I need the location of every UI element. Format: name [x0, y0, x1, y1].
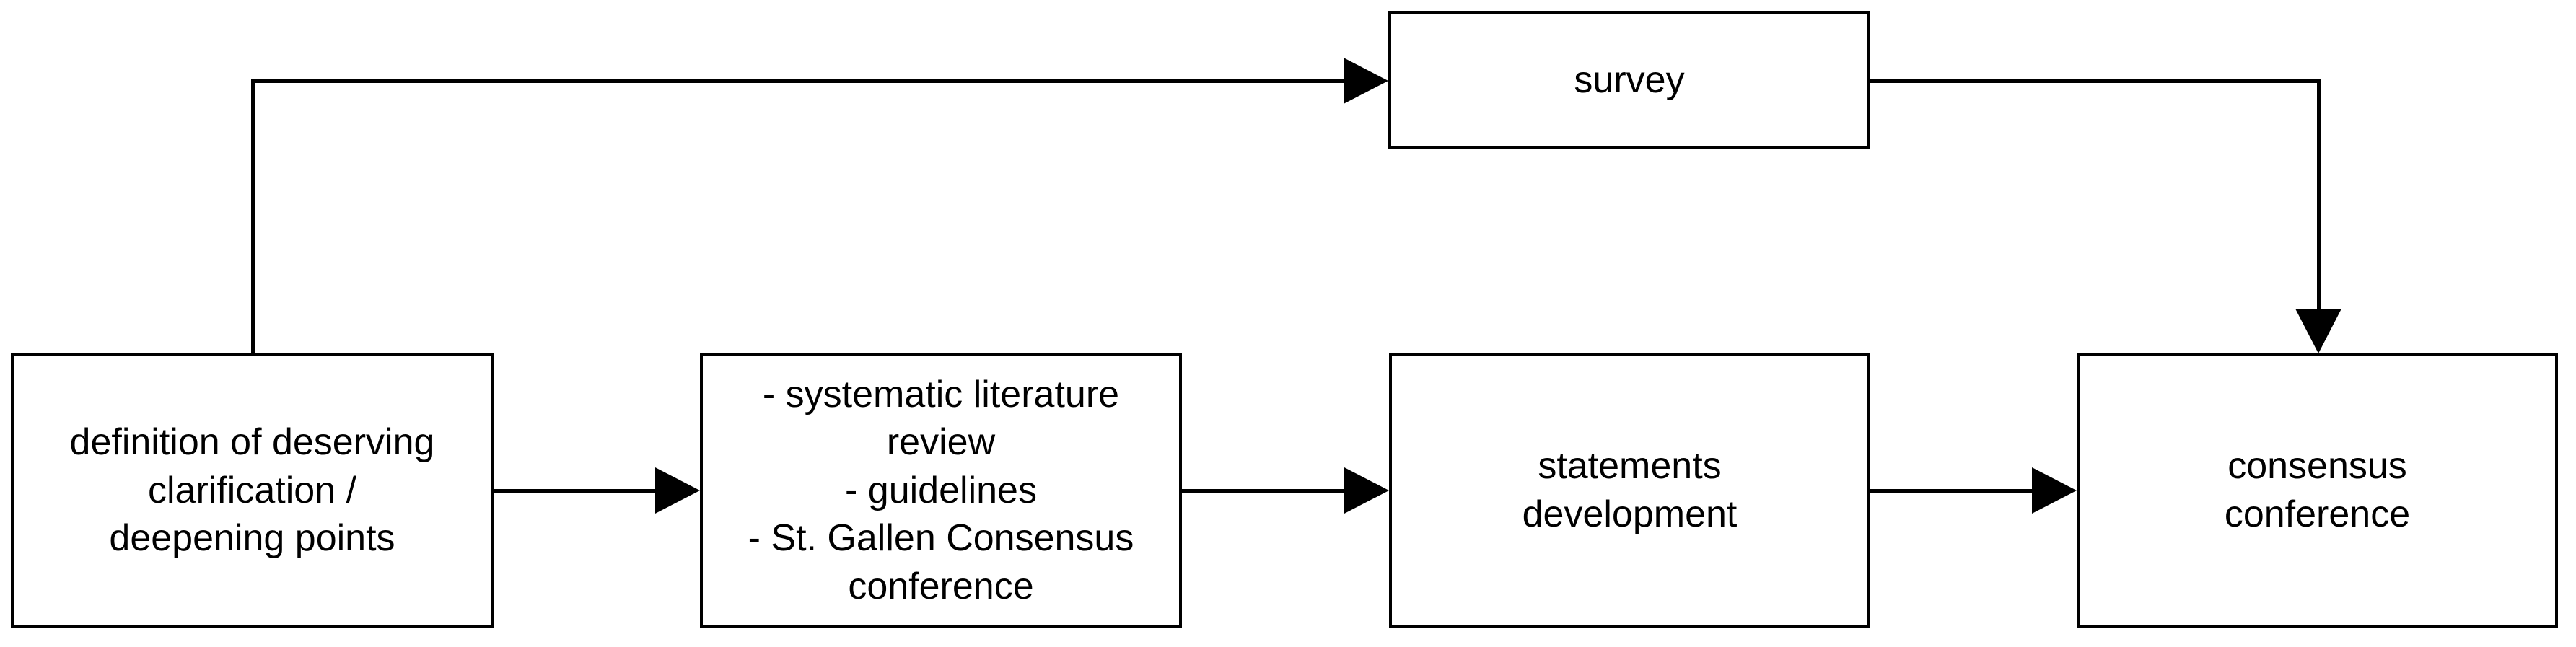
node-evidence-label: - systematic literature review - guideli…	[748, 373, 1134, 607]
node-evidence[interactable]: - systematic literature review - guideli…	[700, 353, 1182, 628]
node-survey-label: survey	[1574, 58, 1685, 101]
edge-definition-to-survey-vertical	[251, 79, 255, 355]
edge-definition-to-evidence-arrowhead	[655, 467, 700, 514]
edge-survey-to-consensus-vertical	[2317, 79, 2321, 309]
edge-definition-to-survey-horizontal	[251, 79, 1345, 83]
edge-evidence-to-statements-line	[1182, 489, 1344, 493]
edge-definition-to-survey-arrowhead	[1344, 58, 1388, 104]
edge-survey-to-consensus-arrowhead	[2295, 309, 2341, 353]
node-consensus-label: consensus conference	[2224, 445, 2411, 535]
node-survey[interactable]: survey	[1388, 11, 1870, 149]
node-consensus[interactable]: consensus conference	[2077, 353, 2558, 628]
edge-definition-to-evidence-line	[494, 489, 655, 493]
node-statements[interactable]: statements development	[1389, 353, 1870, 628]
edge-statements-to-consensus-line	[1870, 489, 2032, 493]
node-statements-label: statements development	[1522, 445, 1738, 535]
edge-statements-to-consensus-arrowhead	[2032, 467, 2077, 514]
node-definition-label: definition of deserving clarification / …	[69, 421, 435, 560]
edge-survey-to-consensus-horizontal	[1869, 79, 2321, 83]
node-definition[interactable]: definition of deserving clarification / …	[11, 353, 494, 628]
edge-evidence-to-statements-arrowhead	[1344, 467, 1389, 514]
